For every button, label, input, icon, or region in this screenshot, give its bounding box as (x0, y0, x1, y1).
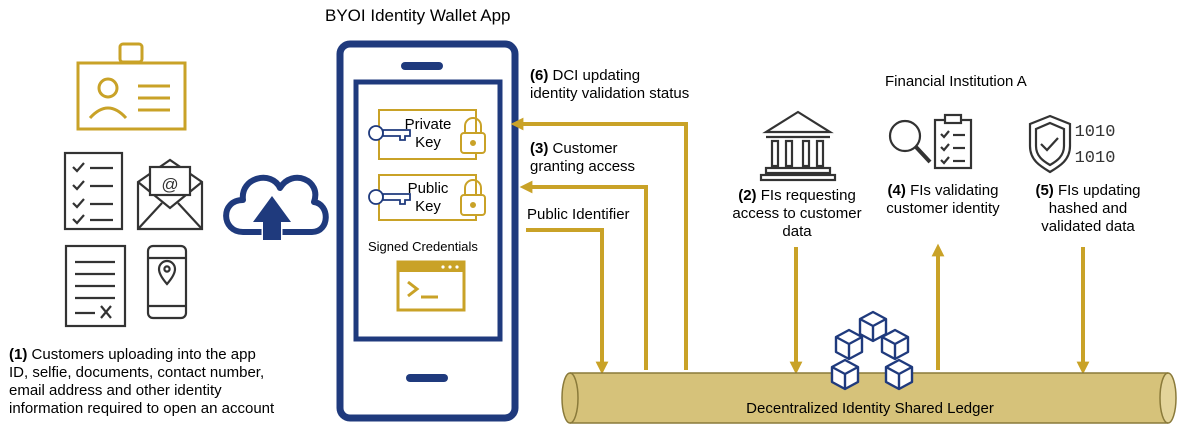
shared-ledger-pipe (561, 372, 1177, 424)
app-title: BYOI Identity Wallet App (325, 6, 511, 25)
ledger-label: Decentralized Identity Shared Ledger (746, 400, 994, 417)
institution-label: Financial Institution A (885, 73, 1027, 90)
public-identifier-label: Public Identifier (527, 206, 630, 223)
cube-mid-left (834, 328, 864, 361)
arrow-customer-granting (519, 180, 648, 370)
arrow-dci-update (510, 117, 688, 370)
magnifier-clipboard-icon (888, 113, 973, 170)
shield-check-icon (1028, 114, 1072, 174)
step-6-text: (6) DCI updating identity validation sta… (530, 67, 690, 102)
public-key-box (368, 174, 486, 221)
signed-credentials-label: Signed Credentials (368, 239, 478, 254)
cube-mid-right (880, 328, 910, 361)
bank-icon (759, 110, 837, 182)
private-lock-icon (460, 117, 486, 154)
step-3-text: (3) Customer granting access (530, 140, 636, 175)
flow-arrows (510, 117, 1090, 375)
cube-bottom-left (830, 358, 860, 391)
step-4-text: (4) FIs validating customer identity (886, 182, 1000, 217)
arrow-public-identifier (526, 228, 609, 375)
public-lock-icon (460, 179, 486, 216)
id-badge-icon (76, 42, 187, 131)
step-1-text: (1) Customers uploading into the app ID,… (9, 346, 275, 417)
binary-row-2: 1010 (1075, 149, 1116, 168)
private-key-box (368, 109, 486, 160)
email-at-symbol: @ (161, 175, 178, 194)
signature-document-icon (64, 244, 127, 328)
private-key-icon (368, 125, 411, 141)
cloud-upload-icon (223, 174, 329, 242)
step-2-text: (2) FIs requesting access to customer da… (732, 187, 862, 240)
binary-row-1: 1010 (1075, 123, 1116, 142)
checklist-icon (63, 151, 124, 231)
phone-frame (336, 40, 519, 422)
cube-top (858, 310, 888, 343)
mobile-location-icon (146, 244, 188, 320)
cube-bottom-right (884, 358, 914, 391)
email-envelope-icon (136, 158, 204, 231)
terminal-icon (396, 260, 466, 312)
step-5-text: (5) FIs updating hashed and validated da… (1035, 182, 1141, 235)
blockchain-cubes-icon (830, 310, 914, 391)
public-key-icon (368, 189, 411, 205)
